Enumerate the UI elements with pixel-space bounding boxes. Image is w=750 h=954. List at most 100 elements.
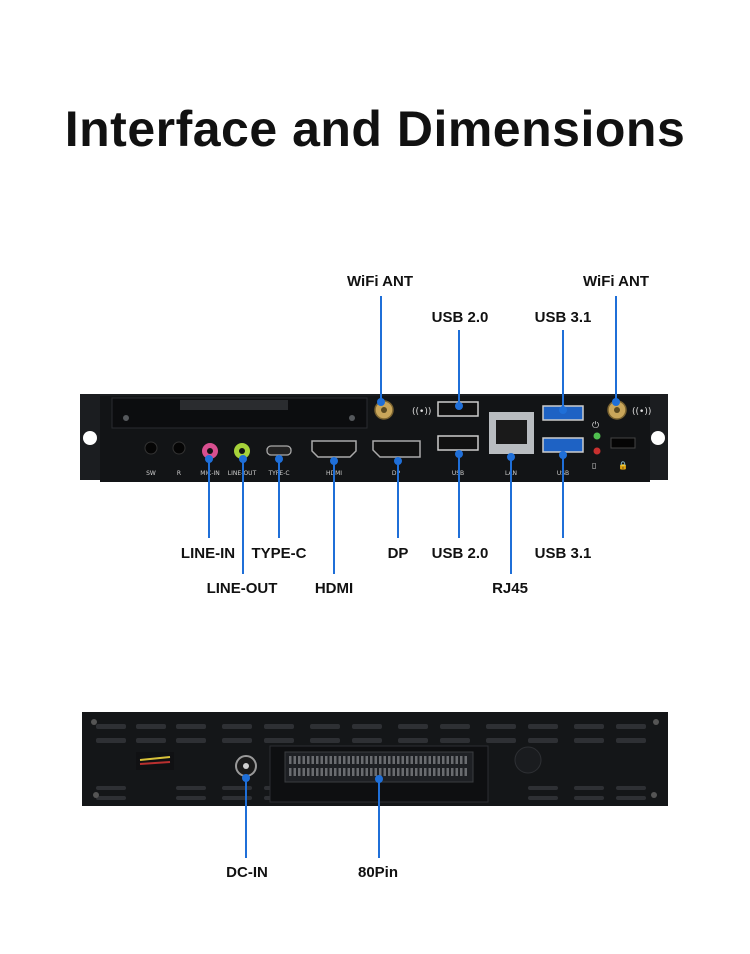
- connector-pin: [307, 756, 310, 764]
- label-wifi-ant-left: WiFi ANT: [347, 273, 413, 290]
- vent-slot: [486, 738, 516, 743]
- connector-pin: [347, 756, 350, 764]
- connector-pin: [383, 756, 386, 764]
- connector-pin: [401, 768, 404, 776]
- vent-slot: [96, 786, 126, 790]
- hdmi-port: [311, 440, 357, 458]
- vent-slot: [616, 738, 646, 743]
- connector-pin: [374, 756, 377, 764]
- vent-slot: [176, 796, 206, 800]
- vent-slot: [440, 738, 470, 743]
- connector-pin: [455, 768, 458, 776]
- bracket-hole-left: [83, 431, 97, 445]
- svg-text:🔒: 🔒: [618, 461, 628, 470]
- connector-pin: [325, 768, 328, 776]
- silk-mic-in: MIC-IN: [200, 470, 220, 477]
- vent-slot: [222, 786, 252, 790]
- power-led: [593, 432, 601, 440]
- connector-pin: [415, 768, 418, 776]
- label-usb31-top: USB 3.1: [534, 309, 592, 326]
- vent-slot: [176, 786, 206, 790]
- label-type-c: TYPE-C: [251, 545, 307, 562]
- connector-pin: [460, 768, 463, 776]
- label-wifi-ant-right: WiFi ANT: [583, 273, 649, 290]
- callout-dot-dp: [394, 457, 402, 465]
- callout-dot-type-c: [275, 455, 283, 463]
- vent-slot: [96, 724, 126, 729]
- callout-dot-usb20-bottom: [455, 450, 463, 458]
- label-line-in: LINE-IN: [180, 545, 236, 562]
- callout-line-wifi-right: [615, 296, 617, 402]
- connector-pin: [433, 756, 436, 764]
- connector-pin: [352, 768, 355, 776]
- connector-pin: [388, 768, 391, 776]
- callout-dot-hdmi: [330, 457, 338, 465]
- connector-pin: [415, 756, 418, 764]
- vent-slot: [398, 738, 428, 743]
- connector-pin: [365, 768, 368, 776]
- connector-pin: [419, 768, 422, 776]
- connector-pin: [388, 756, 391, 764]
- callout-line-line-in: [208, 458, 210, 538]
- vent-slot: [264, 738, 294, 743]
- callout-dot-rj45: [507, 453, 515, 461]
- vent-slot: [96, 738, 126, 743]
- label-hdmi: HDMI: [314, 580, 354, 597]
- callout-line-hdmi: [333, 460, 335, 574]
- label-line-out: LINE-OUT: [206, 580, 278, 597]
- connector-pin: [455, 756, 458, 764]
- callout-dot-80pin: [375, 775, 383, 783]
- connector-pin: [460, 756, 463, 764]
- vent-slot: [310, 724, 340, 729]
- kensington-lock-slot: [610, 437, 636, 449]
- vent-slot: [176, 738, 206, 743]
- silk-sw: SW: [146, 470, 156, 477]
- vent-slot: [136, 724, 166, 729]
- connector-pin: [379, 768, 382, 776]
- label-dp: DP: [387, 545, 409, 562]
- callout-line-usb20-bottom: [458, 452, 460, 538]
- vent-slot: [222, 796, 252, 800]
- connector-pin: [316, 768, 319, 776]
- callout-line-usb20-top: [458, 330, 460, 406]
- callout-line-line-out: [242, 458, 244, 574]
- silk-r: R: [177, 470, 181, 477]
- connector-pin: [433, 768, 436, 776]
- connector-pin: [392, 756, 395, 764]
- vent-slot: [440, 724, 470, 729]
- connector-pin: [424, 756, 427, 764]
- label-80pin: 80Pin: [357, 864, 399, 881]
- hdd-led: [593, 447, 601, 455]
- callout-line-usb31-bottom: [562, 454, 564, 538]
- vent-slot: [486, 724, 516, 729]
- callout-line-wifi-left: [380, 296, 382, 402]
- connector-pin: [442, 768, 445, 776]
- callout-dot-wifi-right: [612, 398, 620, 406]
- vent-slot: [616, 724, 646, 729]
- callout-line-dp: [397, 460, 399, 538]
- vent-slot: [574, 738, 604, 743]
- connector-pin: [365, 756, 368, 764]
- callout-line-80pin: [378, 778, 380, 858]
- connector-pin: [374, 768, 377, 776]
- connector-pin: [302, 756, 305, 764]
- connector-pin: [298, 768, 301, 776]
- connector-pin: [451, 756, 454, 764]
- connector-pin: [464, 756, 467, 764]
- connector-pin: [419, 756, 422, 764]
- connector-pin: [392, 768, 395, 776]
- label-dc-in: DC-IN: [226, 864, 268, 881]
- connector-pin: [311, 768, 314, 776]
- vent-slot: [616, 786, 646, 790]
- vent-slot: [574, 724, 604, 729]
- bracket-hole-right: [651, 431, 665, 445]
- label-usb20-bottom: USB 2.0: [431, 545, 489, 562]
- connector-pin: [410, 768, 413, 776]
- connector-pin: [383, 768, 386, 776]
- callout-dot-usb31-top: [559, 406, 567, 414]
- reset-button: [172, 441, 186, 455]
- connector-pin: [424, 768, 427, 776]
- connector-pin: [370, 756, 373, 764]
- connector-pin: [302, 768, 305, 776]
